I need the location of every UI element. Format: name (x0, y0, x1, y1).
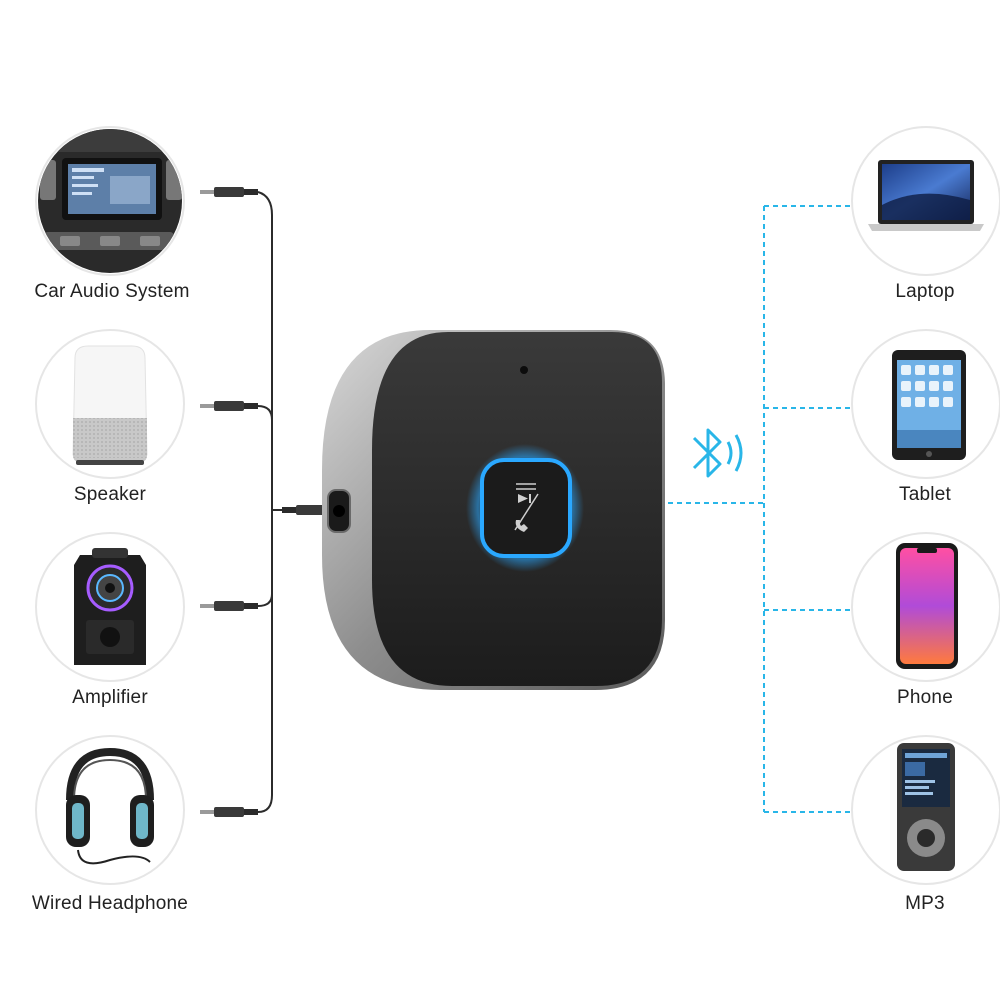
wire-amplifier (257, 593, 273, 607)
headphones-icon (66, 747, 154, 865)
audio-plugs (200, 187, 338, 817)
microphone-hole (520, 366, 528, 374)
phone-icon (896, 543, 958, 669)
amplifier-speaker-icon (74, 548, 146, 665)
wired-connections (257, 191, 322, 813)
laptop-icon (868, 160, 984, 231)
label-laptop: Laptop (895, 281, 955, 302)
label-mp3: MP3 (905, 893, 945, 914)
smart-speaker-icon (72, 345, 148, 465)
label-tablet: Tablet (899, 484, 951, 505)
plug-headphone (200, 807, 258, 817)
tablet-icon (892, 350, 966, 460)
mp3-player-icon (897, 743, 955, 871)
label-phone: Phone (897, 687, 953, 708)
bluetooth-icon (692, 428, 743, 478)
label-car-audio-system: Car Audio System (34, 281, 190, 302)
plug-car (200, 187, 258, 197)
multifunction-button[interactable] (480, 458, 572, 558)
wire-speaker (257, 405, 273, 421)
plug-speaker (200, 401, 258, 411)
wire-car (257, 191, 273, 813)
label-amplifier: Amplifier (72, 687, 148, 708)
label-speaker: Speaker (73, 484, 147, 505)
label-wired-headphone: Wired Headphone (31, 893, 189, 914)
wireless-connections (668, 205, 850, 813)
play-pause-call-icon (514, 483, 539, 532)
plug-amplifier (200, 601, 258, 611)
bluetooth-receiver (322, 330, 665, 690)
